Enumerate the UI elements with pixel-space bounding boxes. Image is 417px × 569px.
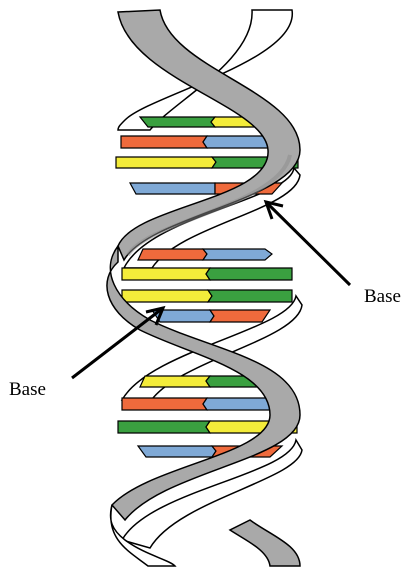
base-pair xyxy=(122,290,292,302)
base-left xyxy=(140,376,210,387)
left-base-arrow xyxy=(72,308,163,378)
base-label-right: Base xyxy=(364,286,401,307)
base-right xyxy=(208,290,292,302)
base-left xyxy=(122,268,210,280)
front-strand-tail xyxy=(230,520,300,566)
base-left xyxy=(130,183,215,194)
base-left xyxy=(138,446,216,457)
base-left xyxy=(138,249,207,260)
base-left xyxy=(122,290,212,302)
base-right xyxy=(210,310,270,322)
base-left xyxy=(140,117,215,127)
base-left xyxy=(116,157,216,168)
base-left xyxy=(118,421,210,433)
base-right xyxy=(206,268,292,280)
base-pair xyxy=(138,249,272,260)
base-label-left: Base xyxy=(9,379,46,400)
arrow-shaft xyxy=(72,308,163,378)
base-pair xyxy=(152,310,270,322)
base-pair xyxy=(122,268,292,280)
base-left xyxy=(121,136,207,148)
helix-front-strand xyxy=(107,10,300,566)
base-left xyxy=(122,398,207,410)
base-right xyxy=(203,249,272,260)
